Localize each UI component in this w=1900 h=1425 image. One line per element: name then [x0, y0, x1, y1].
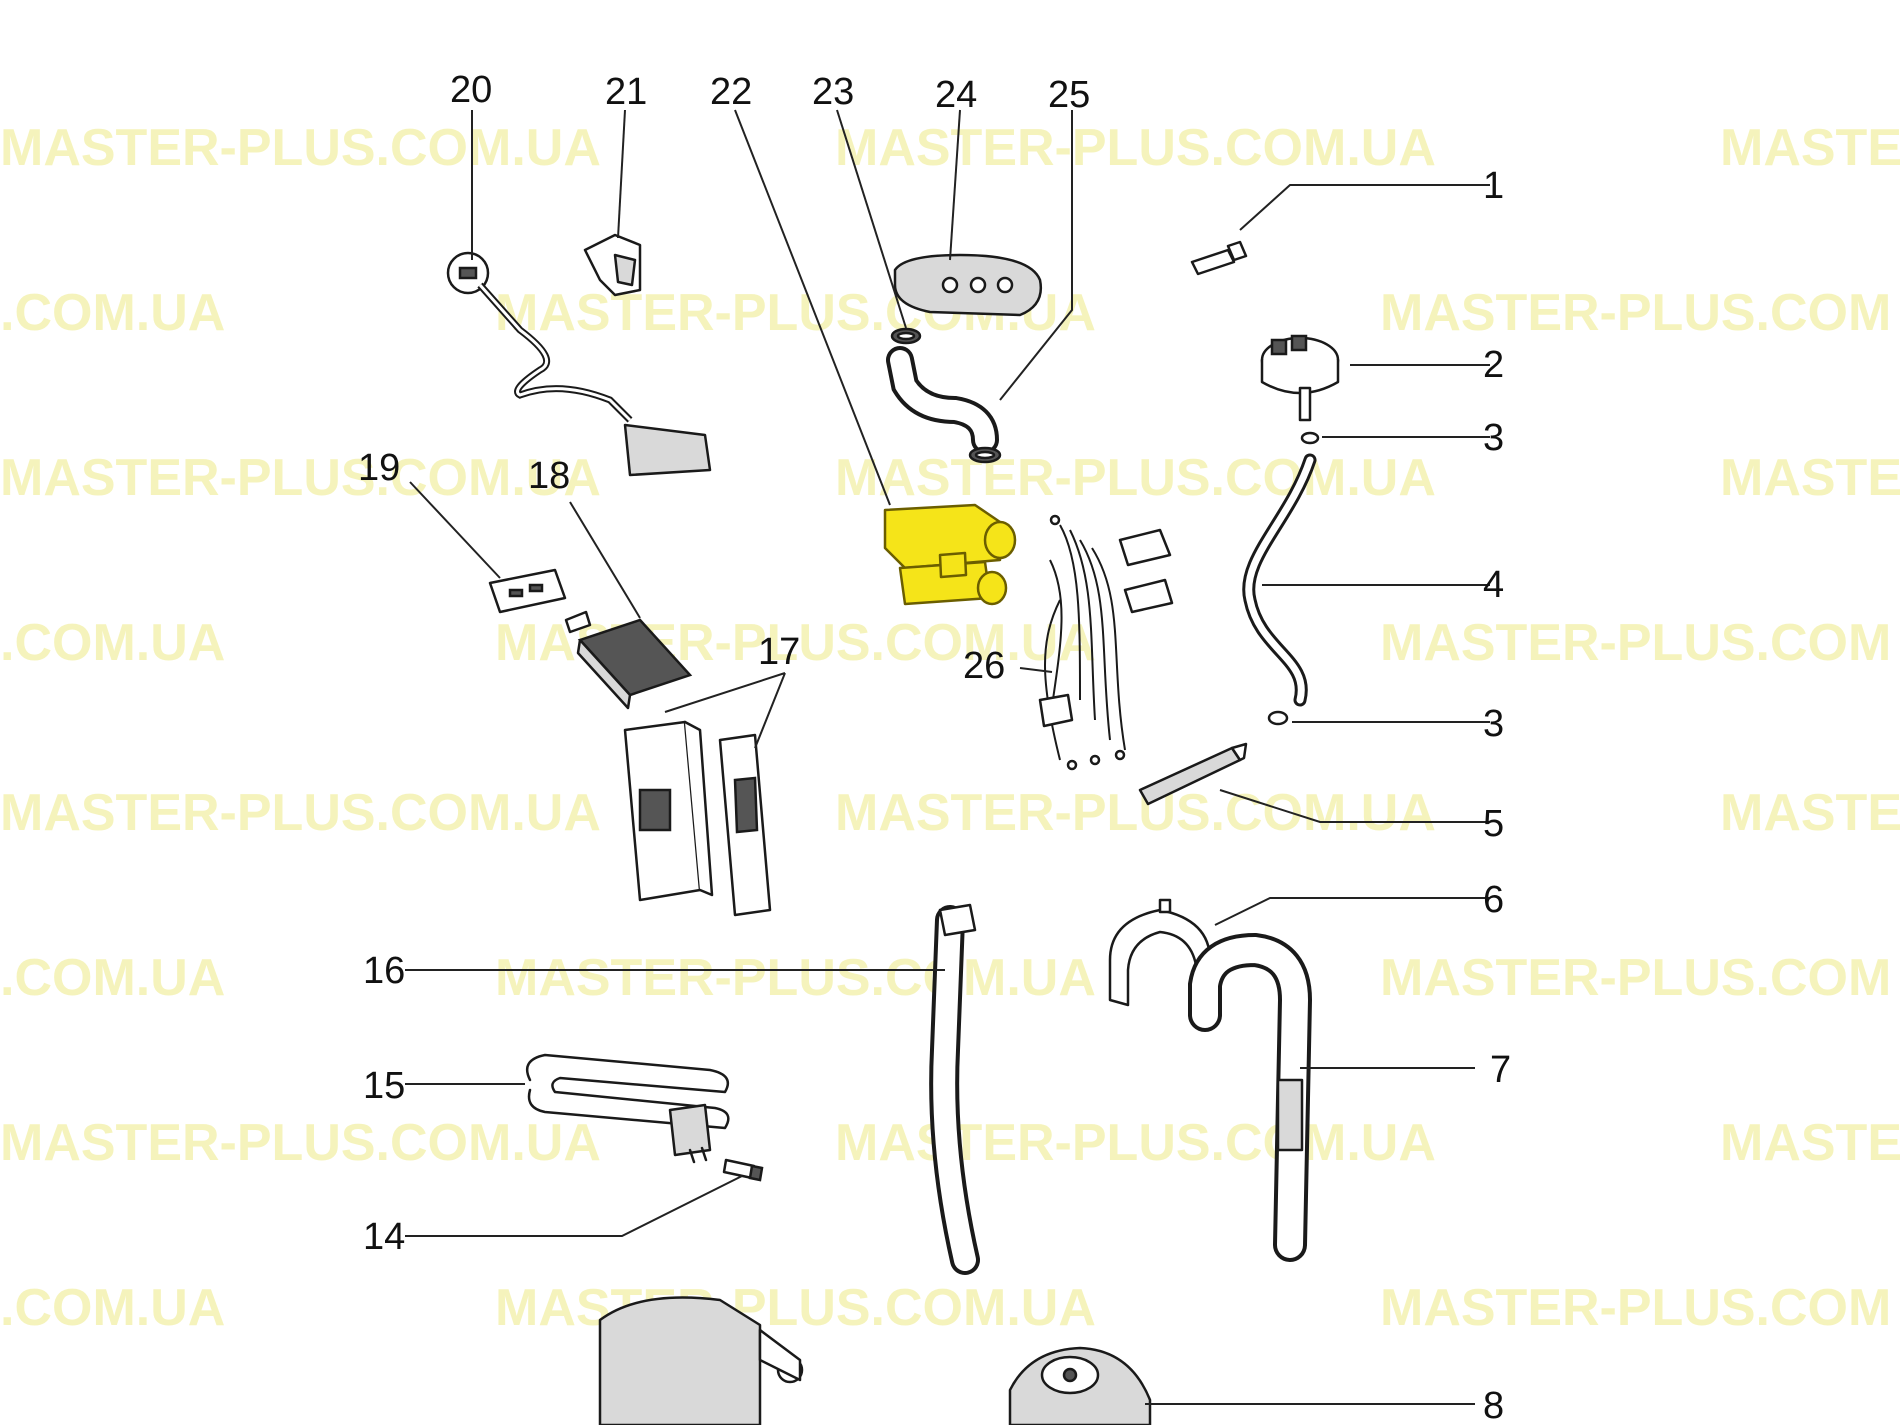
part-19-plate: [488, 568, 567, 614]
callout-18: 18: [528, 455, 570, 497]
watermark: MASTER-PLUS.COM.UA: [0, 449, 601, 507]
watermark: MASTE: [1720, 784, 1900, 842]
part-2-pressure-switch: [1260, 334, 1340, 422]
callout-4: 4: [1483, 564, 1504, 606]
callout-21: 21: [605, 71, 647, 113]
part-3-o-ring-lower: [1267, 710, 1289, 726]
watermark: MASTER-PLUS.COM.UA: [835, 1114, 1436, 1172]
callout-20: 20: [450, 69, 492, 111]
callout-19: 19: [358, 447, 400, 489]
watermark: MASTE: [1720, 1114, 1900, 1172]
watermark: MASTER-PLUS.COM.UA: [835, 784, 1436, 842]
part-18-filter: [564, 610, 693, 710]
watermark: MASTER-PLUS.COM.UA: [495, 1279, 1096, 1337]
watermark: MASTER-PLUS.COM: [1380, 284, 1891, 342]
watermark: MASTER-PLUS.COM.UA: [495, 949, 1096, 1007]
part-8-drain-pump: [1008, 1346, 1152, 1425]
part-25-hose: [886, 346, 1002, 464]
part-22-inlet-valve-highlighted: [883, 503, 1017, 606]
callout-2: 2: [1483, 344, 1504, 386]
callout-14: 14: [363, 1216, 405, 1258]
part-24-dispenser: [893, 253, 1043, 317]
watermark: MASTE: [1720, 449, 1900, 507]
watermark: MASTER-PLUS.COM.UA: [835, 449, 1436, 507]
callout-24: 24: [935, 74, 977, 116]
watermark: .COM.UA: [0, 284, 225, 342]
watermark: MASTER-PLUS.COM.UA: [835, 119, 1436, 177]
watermark: MASTER-PLUS.COM.UA: [0, 119, 601, 177]
part-1-connector: [1190, 240, 1248, 276]
callout-16: 16: [363, 950, 405, 992]
callout-5: 5: [1483, 803, 1504, 845]
watermark: .COM.UA: [0, 614, 225, 672]
part-3-o-ring-upper: [1300, 431, 1320, 445]
callout-1: 1: [1483, 165, 1504, 207]
motor: [598, 1296, 804, 1425]
part-4-pressure-hose: [1242, 453, 1317, 707]
callout-23: 23: [812, 71, 854, 113]
watermark: MASTER-PLUS.COM: [1380, 614, 1891, 672]
watermark: .COM.UA: [0, 1279, 225, 1337]
part-21-cable-clamp: [583, 233, 642, 297]
part-16-door-hose: [929, 903, 980, 1275]
part-20-power-cable: [446, 251, 712, 477]
leader-lines: [405, 109, 1490, 1405]
callout-labels: 1 2 3 4 3 5 6 7 8 14 15 16 17 18 19 20 2…: [358, 69, 1511, 1425]
watermark: MASTER-PLUS.COM.UA: [0, 1114, 601, 1172]
callout-15: 15: [363, 1065, 405, 1107]
callout-3: 3: [1483, 703, 1504, 745]
watermark-layer: MASTER-PLUS.COM.UA MASTER-PLUS.COM.UA MA…: [0, 119, 1900, 1337]
callout-3: 3: [1483, 417, 1504, 459]
part-7-drain-hose: [1188, 932, 1313, 1262]
callout-22: 22: [710, 71, 752, 113]
callout-26: 26: [963, 645, 1005, 687]
callout-7: 7: [1490, 1049, 1511, 1091]
callout-6: 6: [1483, 879, 1504, 921]
part-5-air-chamber: [1138, 742, 1248, 806]
watermark: .COM.UA: [0, 949, 225, 1007]
part-26-wiring-harness: [1038, 514, 1174, 771]
callout-25: 25: [1048, 74, 1090, 116]
part-14-temperature-sensor: [722, 1158, 764, 1182]
part-23-clamp: [890, 327, 922, 345]
watermark: MASTE: [1720, 119, 1900, 177]
watermark: MASTER-PLUS.COM.UA: [0, 784, 601, 842]
callout-8: 8: [1483, 1385, 1504, 1425]
watermark: MASTER-PLUS.COM: [1380, 949, 1891, 1007]
part-17-control-module: [623, 720, 772, 917]
part-15-heating-element: [525, 1053, 730, 1164]
watermark: MASTER-PLUS.COM: [1380, 1279, 1891, 1337]
callout-17: 17: [758, 631, 800, 673]
